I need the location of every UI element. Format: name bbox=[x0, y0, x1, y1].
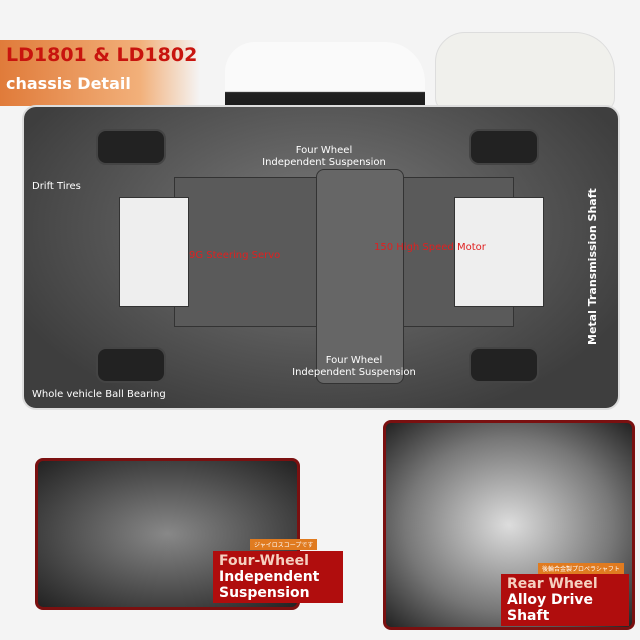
label-ball-bearing: Whole vehicle Ball Bearing bbox=[32, 389, 166, 400]
wheel-rear-top bbox=[469, 129, 539, 165]
title-banner: LD1801 & LD1802 chassis Detail bbox=[0, 40, 200, 106]
wheel-front-bottom bbox=[96, 347, 166, 383]
wheel-rear-bottom bbox=[469, 347, 539, 383]
label-suspension-top: Four Wheel Independent Suspension bbox=[262, 145, 386, 168]
rear-axle bbox=[454, 197, 544, 307]
label-transmission-shaft: Metal Transmission Shaft bbox=[586, 188, 599, 345]
callout-line: Four-Wheel bbox=[219, 553, 309, 569]
front-axle bbox=[119, 197, 189, 307]
callout-drive-shaft: Rear Wheel Alloy Drive Shaft bbox=[501, 574, 629, 626]
callout-line: Suspension bbox=[219, 585, 310, 601]
label-steering-servo: 9G Steering Servo bbox=[189, 250, 281, 261]
callout-suspension: Four-Wheel Independent Suspension bbox=[213, 551, 343, 603]
callout-line: Shaft bbox=[507, 608, 550, 624]
battery-box bbox=[316, 169, 404, 384]
callout-jp-1: ジャイロスコープです bbox=[250, 539, 318, 550]
label-drift-tires: Drift Tires bbox=[32, 181, 81, 192]
car-fc-image bbox=[435, 32, 615, 112]
callout-line: Alloy Drive bbox=[507, 592, 593, 608]
callout-jp-2: 後輪合金製プロペラシャフト bbox=[538, 563, 624, 574]
label-suspension-bottom: Four Wheel Independent Suspension bbox=[292, 355, 416, 378]
callout-line: Rear Wheel bbox=[507, 576, 598, 592]
callout-line: Independent bbox=[219, 569, 320, 585]
subtitle: chassis Detail bbox=[6, 74, 131, 93]
model-title: LD1801 & LD1802 bbox=[6, 44, 198, 66]
chassis-diagram: Four Wheel Independent Suspension Drift … bbox=[22, 105, 620, 410]
label-motor: 150 High Speed Motor bbox=[374, 242, 486, 253]
wheel-front-top bbox=[96, 129, 166, 165]
